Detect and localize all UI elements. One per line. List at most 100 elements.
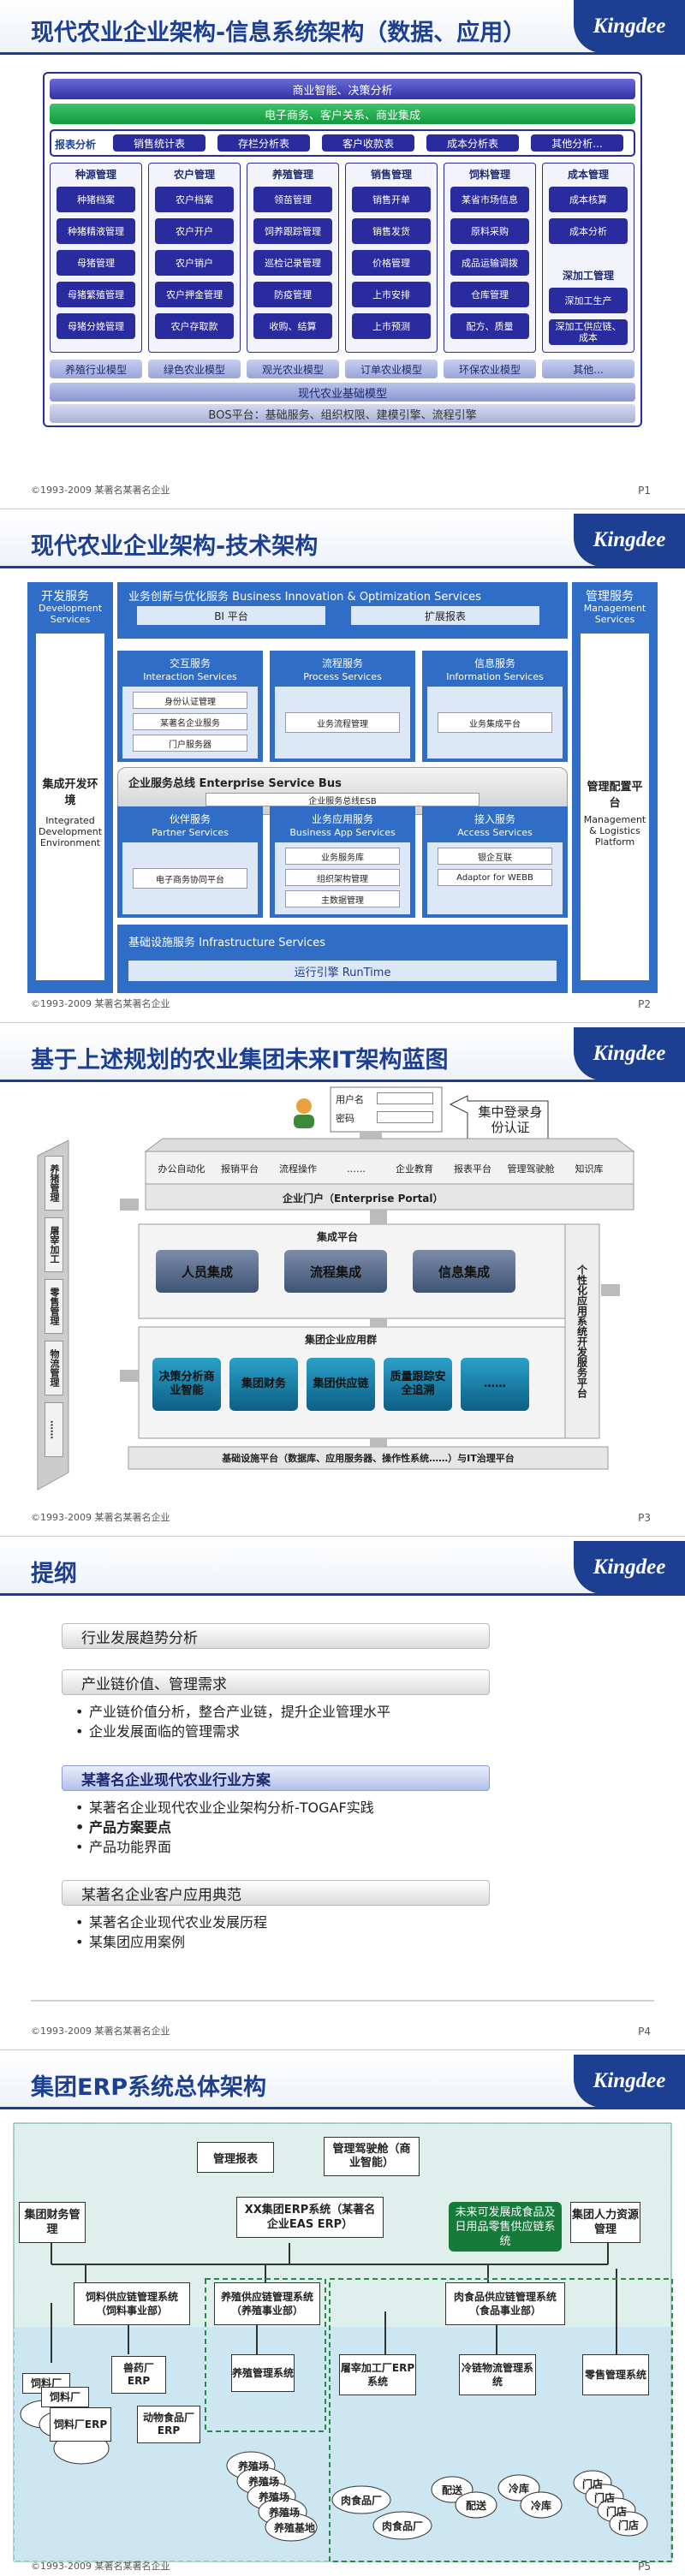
industry-model: 订单农业模型	[345, 360, 438, 378]
interaction-services-item: 某著名企业服务	[133, 713, 247, 730]
password-label: 密码	[336, 1113, 354, 1124]
integration-item: 流程集成	[284, 1250, 387, 1293]
custom-dev-platform: 个性化应用系统开发服务平台	[575, 1264, 588, 1398]
bullet-dot: •	[75, 1819, 85, 1835]
module-item: 仓库管理	[450, 282, 529, 307]
extended-report: 扩展报表	[351, 606, 539, 625]
farm-item: 养殖基地	[273, 2521, 315, 2534]
industry-model: 其他...	[542, 360, 634, 378]
slide-3: 基于上述规划的农业集团未来IT架构蓝图 Kingdee 用户名 密码 集中登录身…	[0, 1027, 685, 1537]
page-number: P4	[638, 2026, 651, 2038]
app-item: 质量跟踪安全追溯	[384, 1358, 452, 1411]
kingdee-logo: Kingdee	[574, 1027, 685, 1080]
module-item: 母猪繁殖管理	[57, 282, 135, 307]
mgmt-platform-cn: 管理配置平台	[587, 781, 643, 810]
slide-header: 集团ERP系统总体架构 Kingdee	[0, 2055, 685, 2109]
esb-box: 企业服务总线ESB	[206, 793, 480, 806]
slide-header: 现代农业企业架构-信息系统架构（数据、应用） Kingdee	[0, 0, 685, 55]
slide-4: 提纲 Kingdee 行业发展趋势分析 产业链价值、管理需求 产业链价值分析，整…	[0, 1541, 685, 2050]
slide-title: 提纲	[31, 1561, 77, 1587]
footer-copyright: ©1993-2009 某著名某著名企业	[31, 485, 170, 496]
module-item: 上市安排	[352, 282, 431, 307]
page-number: P5	[638, 2561, 651, 2573]
portal-app-item: 流程操作	[279, 1163, 317, 1175]
outline-bullets-4: 某著名企业现代农业发展历程•某集团应用案例•	[75, 1913, 267, 1952]
page-number: P2	[638, 998, 651, 1010]
module-item: 母猪分娩管理	[57, 313, 135, 339]
page-number: P1	[638, 485, 651, 497]
bos-platform: BOS平台：基础服务、组织权限、建模引擎、流程引擎	[50, 404, 635, 423]
app-group-label: 集团企业应用群	[305, 1334, 378, 1346]
store-item: 门店	[617, 2519, 639, 2531]
app-item: 集团财务	[229, 1358, 298, 1411]
report-item: 销售统计表	[113, 134, 206, 152]
interaction-services-item: 门户服务器	[133, 735, 247, 752]
module-item: 农户档案	[155, 187, 234, 212]
base-model: 现代农业基础模型	[50, 383, 635, 402]
partner-services-en: Partner Services	[152, 826, 229, 838]
breeding-scm-box: 养殖供应链管理系统（养殖事业部）	[214, 2282, 320, 2325]
module-item: 种猪档案	[57, 187, 135, 212]
bullet-dot: •	[75, 1704, 84, 1720]
slide-1: 现代农业企业架构-信息系统架构（数据、应用） Kingdee 商业智能、决策分析…	[0, 0, 685, 509]
feed-scm-box: 饲料供应链管理系统（饲料事业部）	[74, 2282, 190, 2325]
mgmt-platform-panel	[581, 634, 649, 980]
meat-scm-box: 肉食品供应链管理系统（食品事业部）	[445, 2282, 565, 2325]
integration-item: 人员集成	[156, 1250, 259, 1293]
slide-header: 现代农业企业架构-技术架构 Kingdee	[0, 514, 685, 568]
module-item: 农户开户	[155, 218, 234, 244]
module-item: 种猪精液管理	[57, 218, 135, 244]
module-item: 配方、质量	[450, 313, 529, 339]
outline-bullets-2: 产业链价值分析，整合产业链，提升企业管理水平•企业发展面临的管理需求•	[75, 1702, 390, 1741]
module-item: 成本分析	[549, 218, 628, 244]
kingdee-logo: Kingdee	[574, 0, 685, 53]
portal-app-item: 企业教育	[396, 1163, 433, 1175]
outline-bullet: 产品功能界面•	[75, 1839, 172, 1855]
breeding-mgmt-box: 养殖管理系统	[231, 2354, 295, 2392]
group-finance-box: 集团财务管理	[19, 2202, 86, 2243]
cold-chain-box: 冷链物流管理系统	[459, 2354, 536, 2395]
module-item: 领苗管理	[253, 187, 332, 212]
mgmt-services-en: Management Services	[583, 603, 646, 625]
industry-model: 观光农业模型	[247, 360, 339, 378]
module-item: 销售开单	[352, 187, 431, 212]
footer-copyright: ©1993-2009 某著名某著名企业	[31, 2561, 170, 2572]
bullet-dot: •	[75, 1934, 84, 1950]
outline-item-3: 某著名企业现代农业行业方案	[62, 1765, 490, 1791]
interaction-services-item: 身份认证管理	[133, 692, 247, 709]
module-item: 收购、结算	[253, 313, 332, 339]
bullet-dot: •	[75, 1914, 84, 1931]
slide-title: 基于上述规划的农业集团未来IT架构蓝图	[31, 1047, 449, 1074]
module-item: 原料采购	[450, 218, 529, 244]
industry-model: 环保农业模型	[444, 360, 536, 378]
module-item: 农户销户	[155, 250, 234, 276]
outline-bullet: 企业发展面临的管理需求•	[75, 1723, 241, 1740]
portal-app-item: ……	[347, 1163, 366, 1175]
industry-model: 养殖行业模型	[50, 360, 142, 378]
password-input[interactable]	[377, 1111, 433, 1123]
module-item: 价格管理	[352, 250, 431, 276]
kingdee-logo: Kingdee	[574, 2055, 685, 2108]
username-input[interactable]	[377, 1092, 433, 1104]
infra-layer	[117, 925, 568, 993]
meat-factory-item: 肉食品厂	[340, 2494, 382, 2507]
module-column-subhead: 深加工管理	[562, 269, 614, 282]
farm-item: 养殖场	[258, 2490, 289, 2503]
integration-platform-label: 集成平台	[317, 1231, 359, 1243]
module-item: 销售发货	[352, 218, 431, 244]
slide-2: 现代农业企业架构-技术架构 Kingdee 开发服务 Development S…	[0, 514, 685, 1023]
outline-bullet: 产品方案要点•	[75, 1819, 172, 1835]
dev-env-cn: 集成开发环境	[42, 778, 98, 807]
integration-item: 信息集成	[413, 1250, 515, 1293]
divider	[31, 2000, 654, 2002]
bi-layer: 商业智能、决策分析	[50, 79, 635, 99]
portal-app-item: 知识库	[575, 1163, 604, 1175]
runtime-engine: 运行引擎 RunTime	[128, 961, 557, 981]
footer-copyright: ©1993-2009 某著名某著名企业	[31, 2026, 170, 2037]
info-arch-frame	[43, 72, 642, 427]
module-item: 巡检记录管理	[253, 250, 332, 276]
mgmt-services-cn: 管理服务	[586, 590, 634, 604]
module-item: 饲养跟踪管理	[253, 218, 332, 244]
module-column-head: 成本管理	[567, 168, 609, 181]
slide-5: 集团ERP系统总体架构 Kingdee 管理报表 管理驾驶舱（商业智能） XX集…	[0, 2055, 685, 2576]
